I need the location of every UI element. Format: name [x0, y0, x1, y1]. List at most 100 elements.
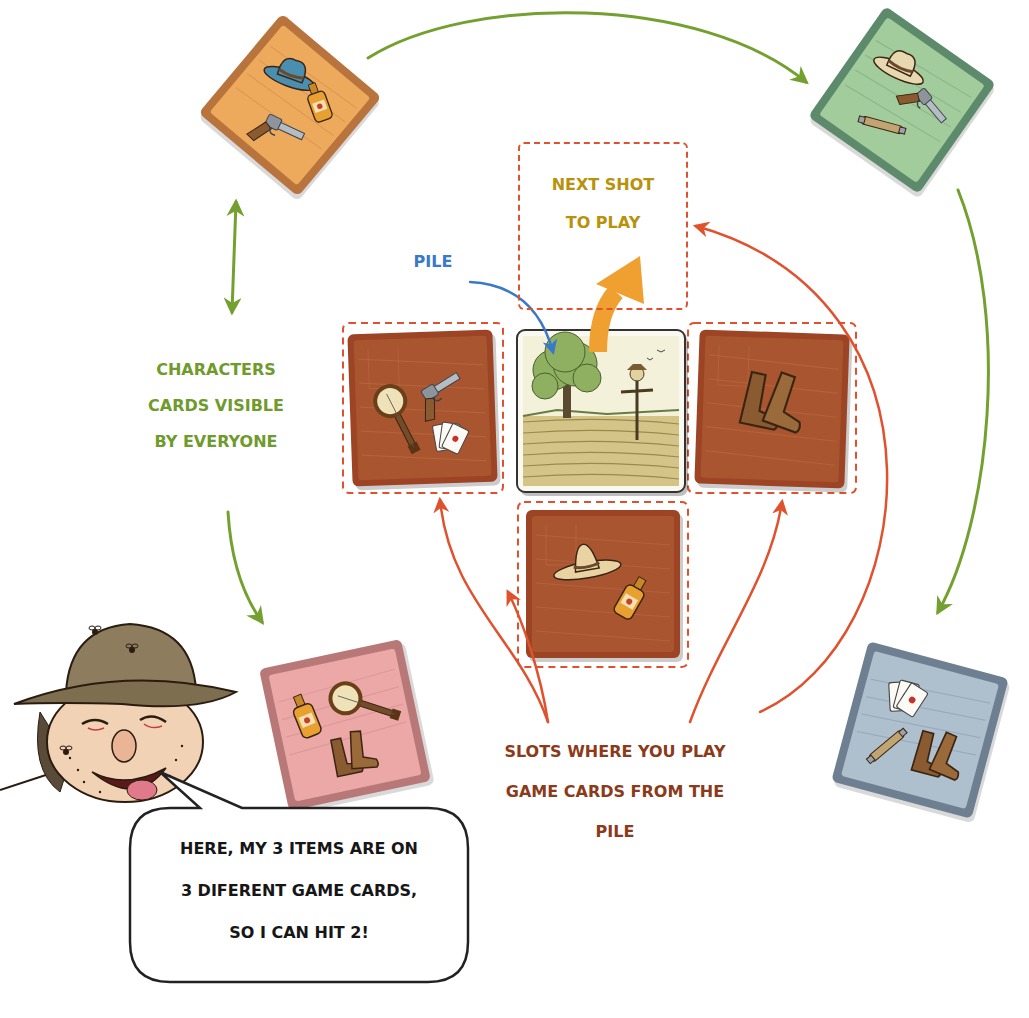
art-rect: [259, 639, 431, 811]
art-rect: [694, 329, 849, 488]
art-circle: [69, 757, 71, 759]
art-path: [82, 716, 166, 724]
art-rect: [808, 11, 996, 199]
art-rect: [351, 333, 501, 490]
art-path: [523, 463, 679, 468]
art-path: [887, 48, 919, 77]
art-circle: [451, 435, 459, 443]
gun-icon: [246, 109, 306, 159]
art-rect: [347, 330, 497, 487]
art-rect: [299, 713, 316, 728]
art-circle: [77, 769, 79, 771]
art-circle: [99, 791, 101, 793]
art-rect: [866, 755, 874, 763]
art-path: [536, 607, 670, 617]
art-rect: [858, 116, 865, 123]
art-path: [349, 730, 378, 769]
art-path: [718, 345, 749, 386]
characters-label: CHARACTERS CARDS VISIBLE BY EVERYONE: [148, 352, 284, 460]
next-shot-slot: NEXT SHOT TO PLAY: [518, 142, 688, 310]
art-path: [647, 350, 665, 360]
art-rect: [899, 728, 907, 736]
art-path: [621, 380, 653, 440]
art-rect: [307, 90, 334, 123]
art-circle: [303, 716, 311, 724]
arrow: [508, 592, 548, 722]
cowboy-figure: [0, 624, 236, 802]
speech-text: HERE, MY 3 ITEMS ARE ON 3 DIFERENT GAME …: [172, 828, 426, 954]
art-g: [442, 423, 470, 454]
art-rect: [819, 17, 985, 183]
art-rect: [292, 702, 323, 739]
pile-card: [517, 330, 688, 496]
art-path: [546, 525, 576, 565]
banjo-icon: [327, 679, 405, 730]
art-circle: [92, 629, 98, 635]
arrow: [938, 190, 988, 612]
gun-icon: [411, 370, 472, 424]
art-path: [523, 430, 679, 435]
art-rect: [268, 648, 421, 801]
art-rect: [312, 99, 327, 113]
art-rect: [354, 336, 492, 481]
art-rect: [520, 334, 688, 496]
art-path: [536, 583, 670, 593]
art-circle: [63, 749, 69, 755]
game-card: [347, 329, 500, 490]
art-rect: [841, 651, 999, 809]
art-path: [236, 81, 322, 155]
cards-icon: [429, 420, 470, 455]
art-path: [708, 379, 838, 394]
art-path: [14, 680, 236, 706]
art-circle: [181, 745, 183, 747]
art-path: [277, 56, 308, 83]
pile-label: PILE: [398, 250, 468, 274]
art-rect: [526, 510, 680, 658]
art-rect: [831, 641, 1009, 819]
speech-bubble: HERE, MY 3 ITEMS ARE ON 3 DIFERENT GAME …: [130, 808, 468, 982]
art-rect: [697, 334, 852, 493]
art-path: [845, 78, 941, 148]
character-card: [196, 13, 384, 201]
art-rect: [896, 683, 928, 718]
art-path: [888, 61, 912, 74]
boots-icon: [740, 366, 817, 436]
art-path: [432, 394, 442, 403]
bubble-shape: [130, 772, 468, 982]
art-path: [915, 99, 924, 108]
art-path: [362, 451, 487, 465]
harmonica-icon: [866, 727, 908, 764]
art-g: [896, 683, 928, 718]
art-rect: [523, 416, 679, 486]
art-circle: [625, 597, 633, 605]
slot-outline: [518, 502, 688, 667]
next-shot-arrow: [598, 292, 616, 352]
art-rect: [612, 583, 645, 621]
art-path: [523, 410, 679, 416]
arrow: [696, 226, 887, 712]
art-ellipse: [127, 780, 157, 800]
arrow: [368, 13, 806, 82]
character-card: [806, 6, 999, 199]
art-rect: [862, 116, 903, 134]
art-path: [894, 84, 922, 112]
harmonica-icon: [858, 115, 906, 135]
art-path: [571, 542, 599, 572]
art-circle: [83, 781, 85, 783]
art-path: [763, 372, 816, 433]
art-rect: [620, 593, 638, 610]
art-circle: [573, 364, 601, 392]
sombrero-icon: [549, 538, 622, 583]
slot-outline: [343, 323, 503, 493]
art-path: [705, 451, 835, 466]
art-path: [338, 696, 395, 715]
art-rect: [701, 336, 844, 483]
art-rect: [899, 127, 906, 134]
art-path: [358, 355, 483, 369]
art-path: [523, 474, 679, 479]
art-path: [871, 672, 990, 711]
art-rect: [532, 516, 674, 652]
next-shot-arrow-head: [596, 256, 644, 304]
bottle-icon: [288, 692, 323, 739]
hat-icon: [871, 42, 932, 90]
